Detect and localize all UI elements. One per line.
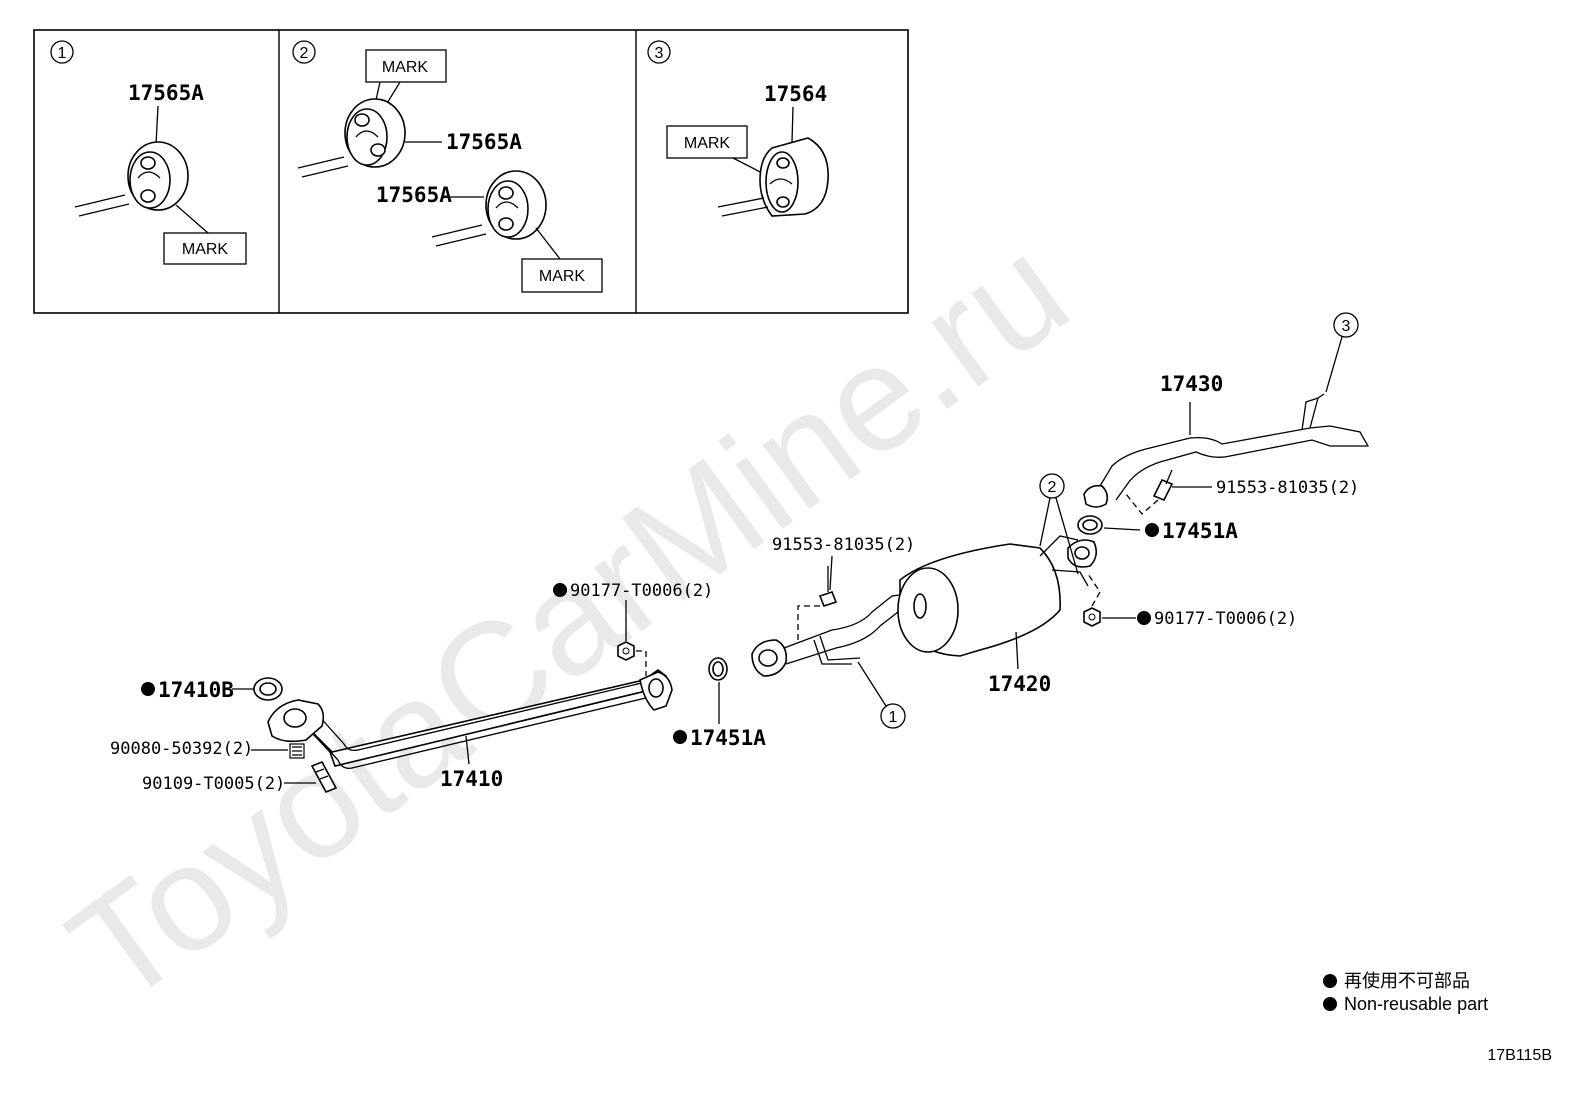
nut-90177-right-icon [1083, 607, 1101, 627]
spring-90080-icon [289, 743, 305, 759]
label-91553-mid: 91553-81035(2) [772, 535, 915, 555]
diagram-code: 17B115B [1487, 1047, 1552, 1064]
label-91553-right: 91553-81035(2) [1216, 478, 1359, 498]
panel-2-part-lower: 17565A [376, 183, 452, 207]
detail-panels: 1 17565A MARK 2 MARK [33, 29, 909, 314]
detail-panel-2: 2 MARK 17565A 17565A [292, 40, 603, 293]
svg-text:3: 3 [1342, 318, 1351, 335]
muffler-assembly-17420 [751, 535, 1098, 677]
panel-1-number: 1 [58, 45, 67, 62]
label-90080: 90080-50392(2) [110, 739, 253, 759]
non-reusable-dot [1145, 523, 1159, 537]
label-90177-right: 90177-T0006(2) [1154, 609, 1297, 629]
callout-1: 1 [857, 661, 906, 729]
label-17410: 17410 [440, 767, 503, 791]
rubber-hanger-icon-3 [759, 137, 829, 217]
panel-2-mark-lower: MARK [539, 268, 586, 285]
gasket-17451A-right-icon [1077, 515, 1103, 535]
non-reusable-dot [141, 682, 155, 696]
svg-text:1: 1 [889, 709, 898, 726]
panel-3-part-label: 17564 [764, 82, 827, 106]
legend-line-en: Non-reusable part [1344, 994, 1488, 1014]
panel-2-number: 2 [300, 45, 309, 62]
panel-2-part-upper: 17565A [446, 130, 522, 154]
legend: 再使用不可部品 Non-reusable part [1323, 971, 1488, 1014]
bolt-90109-icon [310, 760, 338, 794]
label-90109: 90109-T0005(2) [142, 774, 285, 794]
bolt-91553-right-icon [1152, 469, 1174, 502]
label-17451A-right: 17451A [1162, 519, 1238, 543]
panel-1-mark: MARK [182, 241, 229, 258]
rubber-hanger-icon [127, 141, 189, 211]
panel-1-part-label: 17565A [128, 81, 204, 105]
svg-text:2: 2 [1048, 479, 1057, 496]
non-reusable-dot [553, 583, 567, 597]
detail-panel-3: 3 17564 MARK [647, 40, 829, 217]
callout-2: 2 [1039, 473, 1079, 575]
nut-90177-left-icon [617, 641, 635, 661]
legend-line-ja: 再使用不可部品 [1344, 971, 1470, 991]
detail-panel-1: 1 17565A MARK [50, 40, 247, 265]
callout-3: 3 [1325, 312, 1359, 393]
front-pipe-17410 [267, 669, 673, 769]
gasket-17451A-mid-icon [708, 657, 728, 681]
panel-3-mark: MARK [684, 135, 731, 152]
label-17430: 17430 [1160, 372, 1223, 396]
rubber-hanger-lower-icon [485, 170, 547, 240]
non-reusable-dot [1137, 611, 1151, 625]
label-17410B: 17410B [158, 678, 234, 702]
label-90177-left: 90177-T0006(2) [570, 581, 713, 601]
panel-3-number: 3 [655, 45, 664, 62]
panel-2-mark-upper: MARK [382, 59, 429, 76]
bolt-91553-mid-icon [818, 566, 838, 607]
label-17420: 17420 [988, 672, 1051, 696]
tail-pipe-17430 [1083, 393, 1370, 508]
rubber-hanger-upper-icon [344, 98, 406, 168]
non-reusable-dot [673, 730, 687, 744]
label-17451A-mid: 17451A [690, 726, 766, 750]
